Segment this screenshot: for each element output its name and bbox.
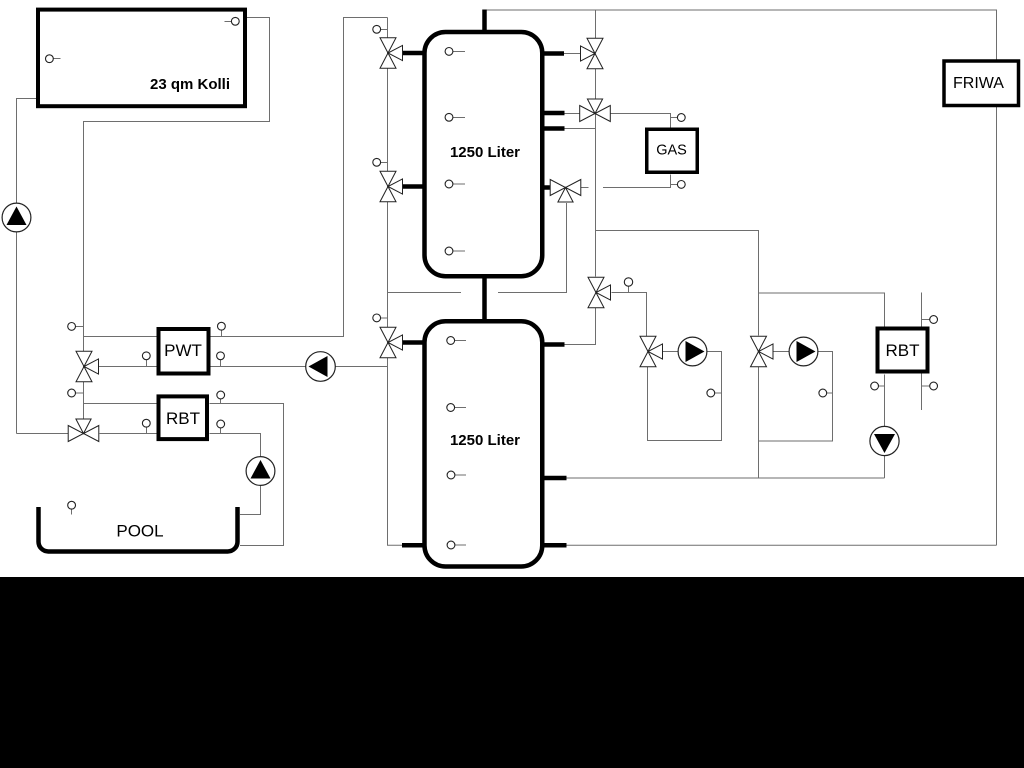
svg-text:PWT: PWT bbox=[164, 341, 202, 360]
svg-text:POOL: POOL bbox=[116, 522, 163, 541]
svg-text:1250 Liter: 1250 Liter bbox=[450, 144, 520, 161]
svg-text:RBT: RBT bbox=[166, 409, 200, 428]
svg-text:RBT: RBT bbox=[886, 341, 920, 360]
svg-text:FRIWA: FRIWA bbox=[953, 75, 1004, 92]
svg-text:1250 Liter: 1250 Liter bbox=[450, 432, 520, 449]
svg-text:GAS: GAS bbox=[656, 143, 687, 159]
svg-text:23 qm Kolli: 23 qm Kolli bbox=[150, 76, 230, 93]
